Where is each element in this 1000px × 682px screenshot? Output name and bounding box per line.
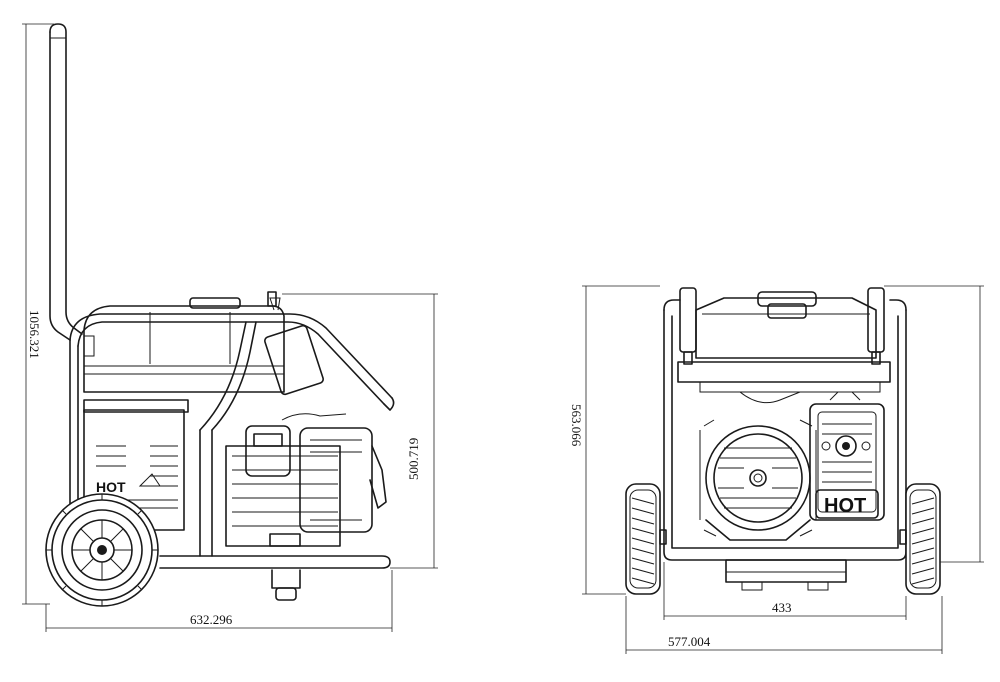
side-dimensions: 1056.321 500.719 632.296	[22, 23, 438, 632]
front-alternator	[699, 419, 817, 541]
front-hot-label: HOT	[824, 495, 866, 517]
front-base	[725, 559, 847, 591]
side-foot	[271, 569, 301, 601]
front-view: HOT 563.066	[569, 285, 984, 654]
side-fuel-tank	[83, 291, 285, 393]
side-height-dimension: 1056.321	[27, 310, 42, 359]
front-wheel-left	[625, 483, 667, 595]
side-engine	[225, 297, 387, 547]
side-frame	[69, 313, 395, 569]
side-body-height-dimension: 500.719	[406, 438, 421, 480]
front-dimensions: 563.066 433 577.004	[569, 285, 984, 654]
front-control-panel: HOT	[809, 391, 885, 521]
side-wheel	[45, 493, 159, 607]
front-track-dimension: 433	[772, 600, 792, 615]
side-handle	[49, 23, 83, 341]
side-view: HOT	[22, 23, 438, 632]
front-wheel-right	[899, 483, 941, 595]
front-width-dimension: 577.004	[668, 634, 711, 649]
side-length-dimension: 632.296	[190, 612, 233, 627]
front-fuel-tank	[677, 291, 891, 404]
front-height-dimension: 563.066	[569, 404, 584, 447]
side-hot-label: HOT	[96, 479, 126, 495]
side-wheel-spokes	[72, 520, 132, 580]
